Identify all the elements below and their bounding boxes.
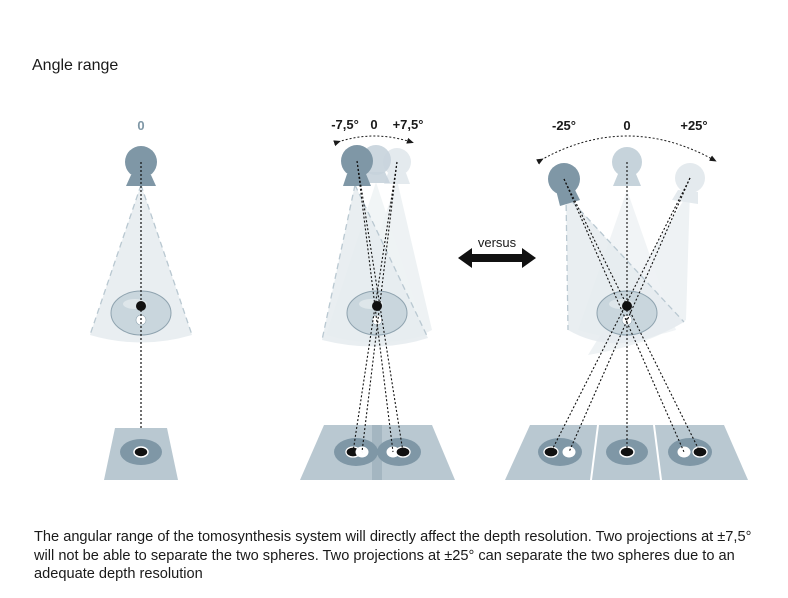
angle-label-plus: +25° — [680, 118, 707, 133]
figure-title: Angle range — [32, 57, 119, 74]
versus-arrow: versus — [458, 235, 536, 268]
versus-label: versus — [478, 235, 517, 250]
angle-label-minus: -25° — [552, 118, 576, 133]
shadow-halo-left — [538, 438, 582, 466]
panel-single-projection: 0 — [89, 118, 193, 480]
detector-shadow-upper-left — [543, 446, 559, 458]
detector-shadow — [133, 446, 149, 458]
panel-wide-angle: -25° 0 +25° — [505, 118, 748, 480]
x-ray-beam-edge — [321, 184, 429, 341]
angle-label-zero: 0 — [623, 118, 630, 133]
angle-label-zero: 0 — [137, 118, 144, 133]
detector-shadow-upper-right — [395, 446, 411, 458]
x-ray-source-left — [548, 163, 580, 206]
angle-arc — [333, 135, 414, 147]
x-ray-beam-edge — [565, 194, 569, 331]
detector-shadow-lower-left — [562, 446, 576, 458]
detector-shadow-lower-right — [677, 446, 691, 458]
panel-narrow-angle: -7,5° 0 +7,5° — [300, 117, 455, 480]
breast-phantom — [346, 290, 408, 336]
angle-label-minus: -7,5° — [331, 117, 359, 132]
breast-phantom — [110, 290, 172, 336]
x-ray-source-left — [341, 145, 373, 186]
projection-rays — [352, 160, 404, 453]
x-ray-beam-edge — [565, 194, 685, 323]
angle-label-plus: +7,5° — [393, 117, 424, 132]
x-ray-source-right — [672, 163, 705, 204]
projection-rays — [550, 162, 701, 453]
figure-caption: The angular range of the tomosynthesis s… — [34, 529, 752, 582]
angle-label-zero: 0 — [370, 117, 377, 132]
x-ray-beam-edge — [89, 184, 193, 336]
breast-phantom — [596, 290, 658, 336]
